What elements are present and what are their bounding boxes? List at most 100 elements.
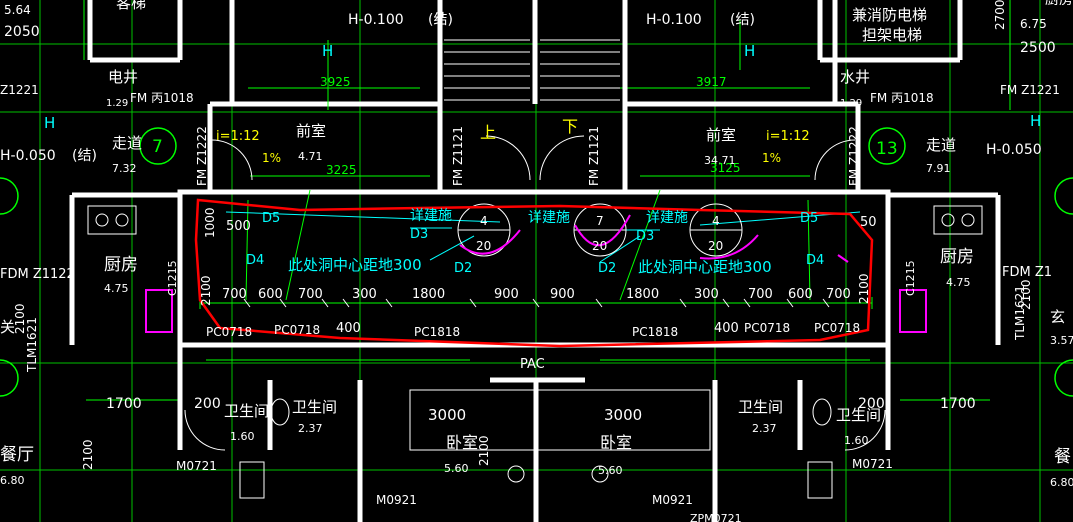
hole-tag: D2: [454, 261, 472, 276]
level-label: 2.37: [752, 422, 777, 435]
dimension-label: 200: [858, 396, 885, 412]
hole-tag: D3: [410, 227, 428, 242]
dimension-label: 3917: [696, 75, 727, 89]
dimension-label: 2050: [4, 24, 40, 40]
bathroom-label: 卫生间: [836, 406, 881, 424]
dimension-label: 600: [258, 287, 283, 302]
fire-elevator-label: 兼消防电梯: [852, 6, 927, 24]
water-shaft-label: 水井: [840, 68, 870, 86]
dimension-label: 2100: [1019, 279, 1033, 310]
dimension-label: 1700: [106, 396, 142, 412]
dimension-label: 700: [826, 287, 851, 302]
red-markup-outline: [194, 198, 874, 348]
axis-label: H: [44, 114, 55, 132]
percent-label: 1%: [762, 151, 781, 165]
level-label: 1.29: [106, 98, 128, 109]
stair-down-label: 下: [562, 117, 578, 136]
hole-height-note: 此处洞中心距地300: [288, 256, 422, 274]
bedroom-label: 卧室: [446, 433, 478, 452]
door-tag: FM Z1121: [451, 126, 465, 186]
level-label: 34.71: [704, 154, 736, 167]
bubble-number: 4: [712, 214, 720, 228]
level-label: 5.64: [4, 3, 31, 17]
bubble-number: 20: [708, 239, 723, 253]
dimension-label: 3125: [710, 161, 741, 175]
detail-ref-label: 详建施: [528, 210, 570, 226]
hole-tag: D2: [598, 261, 616, 276]
bathroom-label: 卫生间: [738, 398, 783, 416]
struct-label: (结): [730, 12, 755, 28]
dimension-label: 50: [860, 215, 877, 230]
bubble-number: 7: [596, 214, 604, 228]
detail-ref-label: 详建施: [646, 210, 688, 226]
dimension-label: 2100: [199, 275, 213, 306]
level-label: 6.75: [1020, 17, 1047, 31]
level-label: 2.37: [298, 422, 323, 435]
level-label: 1.29: [840, 98, 862, 109]
dimension-label: 1000: [203, 207, 217, 238]
struct-label: (结): [428, 12, 453, 28]
dimension-label: 2100: [13, 303, 27, 334]
axis-label: H: [322, 42, 333, 60]
dimension-label: 1800: [412, 287, 445, 302]
bedroom-label: 卧室: [600, 433, 632, 452]
dimension-label: 2700: [993, 0, 1007, 30]
fixtures-magenta: [145, 214, 927, 333]
room-label: 厨房: [1045, 0, 1073, 8]
dimension-label: 3000: [604, 406, 642, 424]
corridor-label: 走道: [926, 136, 956, 154]
level-label: 4.75: [104, 282, 129, 295]
hole-height-note: 此处洞中心距地300: [638, 258, 772, 276]
bubble-number: 20: [592, 239, 607, 253]
level-label: 4.71: [298, 150, 323, 163]
level-label: 6.80: [0, 474, 25, 487]
window-tag: PC0718: [274, 323, 320, 337]
elevation-label: H-0.050: [0, 148, 56, 164]
percent-label: 1%: [262, 151, 281, 165]
door-tag: TLM1621: [25, 317, 39, 373]
room-label: 玄: [1050, 308, 1065, 326]
dimension-label: 500: [226, 219, 251, 234]
door-tag: FM 丙1018: [870, 91, 934, 105]
hole-tag: D4: [246, 253, 264, 268]
slope-label: i=1:12: [766, 129, 810, 144]
axis-label: H: [744, 42, 755, 60]
door-tag: TLM1621: [1013, 285, 1027, 341]
level-label: 4.75: [946, 276, 971, 289]
hole-tag: D4: [806, 253, 824, 268]
axis-number: 7: [152, 137, 163, 157]
bathroom-label: 卫生间: [224, 402, 269, 420]
door-tag: FDM Z1122: [0, 267, 75, 282]
axis-number: 13: [876, 139, 898, 159]
level-label: 7.32: [112, 162, 137, 175]
dimension-label: 200: [194, 396, 221, 412]
door-tag: M0721: [176, 459, 217, 473]
axis-bubbles: [0, 127, 1073, 397]
slope-label: i=1:12: [216, 129, 260, 144]
bathroom-label: 卫生间: [292, 398, 337, 416]
dimension-label: 1800: [626, 287, 659, 302]
elevation-label: H-0.100: [646, 12, 702, 28]
detail-bubbles: [457, 203, 743, 257]
door-tag: FM 丙1018: [130, 91, 194, 105]
cyan-leaders: [225, 211, 861, 263]
level-label: 1.60: [230, 430, 255, 443]
dimension-label: 600: [788, 287, 813, 302]
bubble-number: 4: [480, 214, 488, 228]
window-tag: C1215: [166, 260, 179, 296]
walls: [69, 0, 1001, 522]
axis-label: H: [1030, 112, 1041, 130]
door-tag: FM Z1222: [847, 126, 861, 186]
stair-treads: [444, 39, 620, 101]
kitchen-stoves: [87, 205, 983, 235]
lobby-label: 前室: [706, 126, 736, 144]
toilets: [239, 389, 833, 499]
dimension-ticks: [243, 298, 830, 308]
pac-label: PAC: [520, 357, 545, 372]
level-label: 1.60: [844, 434, 869, 447]
level-label: 5.60: [598, 464, 623, 477]
door-tag: ZPM0721: [690, 512, 742, 522]
hole-tag: D3: [636, 229, 654, 244]
